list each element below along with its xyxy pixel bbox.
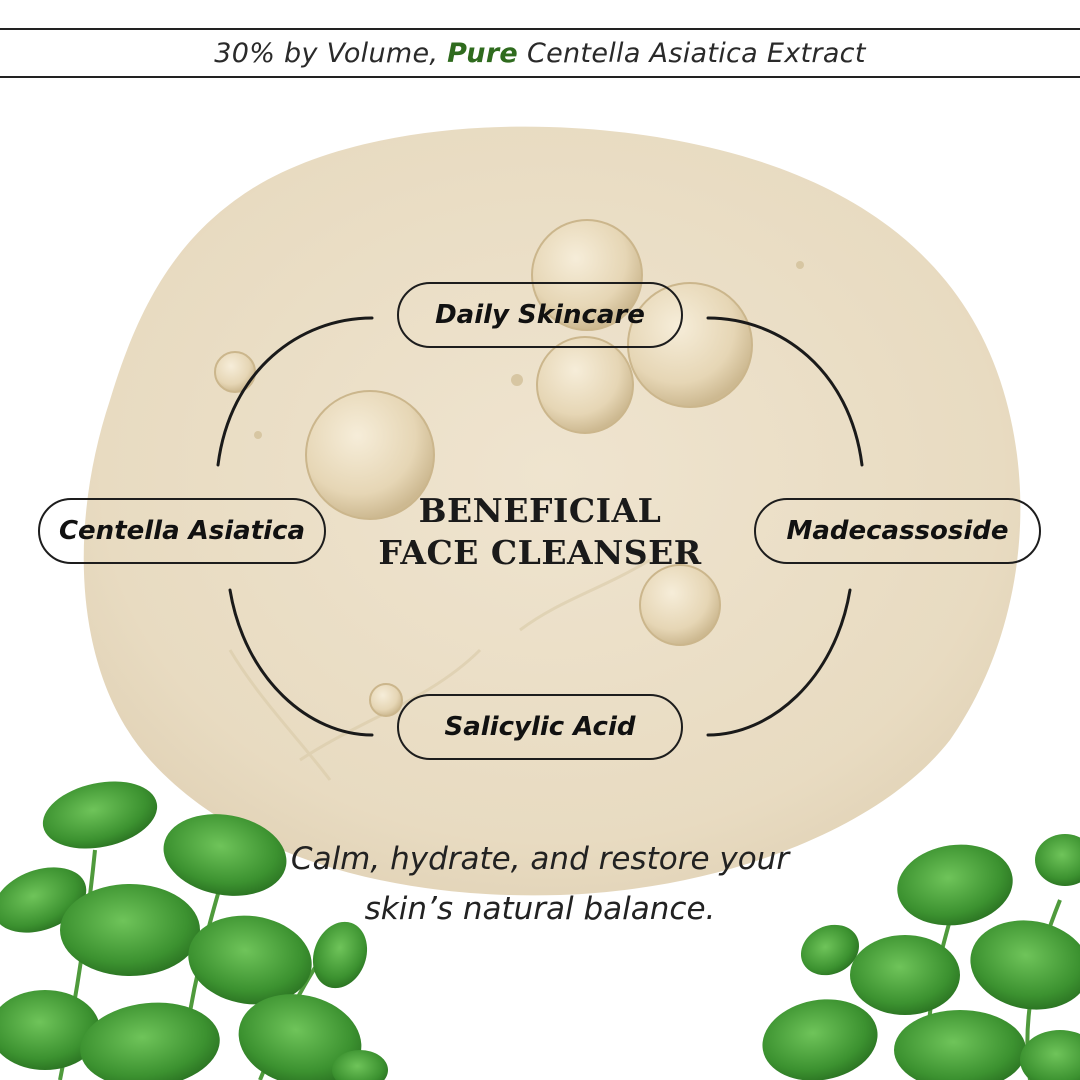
center-title-line1: BENEFICIAL	[418, 491, 662, 530]
banner-text-after: Centella Asiatica Extract	[526, 37, 866, 69]
tagline-line1: Calm, hydrate, and restore your	[290, 841, 790, 877]
pill-madecassoside: Madecassoside	[754, 498, 1041, 564]
centella-leaves-right	[762, 834, 1080, 1080]
centella-leaves-left	[0, 781, 388, 1080]
pill-daily-skincare: Daily Skincare	[397, 282, 683, 348]
top-banner: 30% by Volume, Pure Centella Asiatica Ex…	[0, 28, 1080, 78]
banner-text-before: 30% by Volume,	[214, 37, 439, 69]
cycle-arcs	[216, 316, 864, 737]
tagline: Calm, hydrate, and restore your skin’s n…	[250, 834, 830, 934]
banner-highlight: Pure	[447, 37, 519, 69]
pill-centella-asiatica: Centella Asiatica	[38, 498, 326, 564]
center-title: BENEFICIAL FACE CLEANSER	[340, 490, 740, 574]
tagline-line2: skin’s natural balance.	[364, 891, 716, 927]
cleanser-swatch	[83, 126, 1021, 896]
center-title-line2: FACE CLEANSER	[378, 533, 702, 572]
pill-salicylic-acid: Salicylic Acid	[397, 694, 683, 760]
